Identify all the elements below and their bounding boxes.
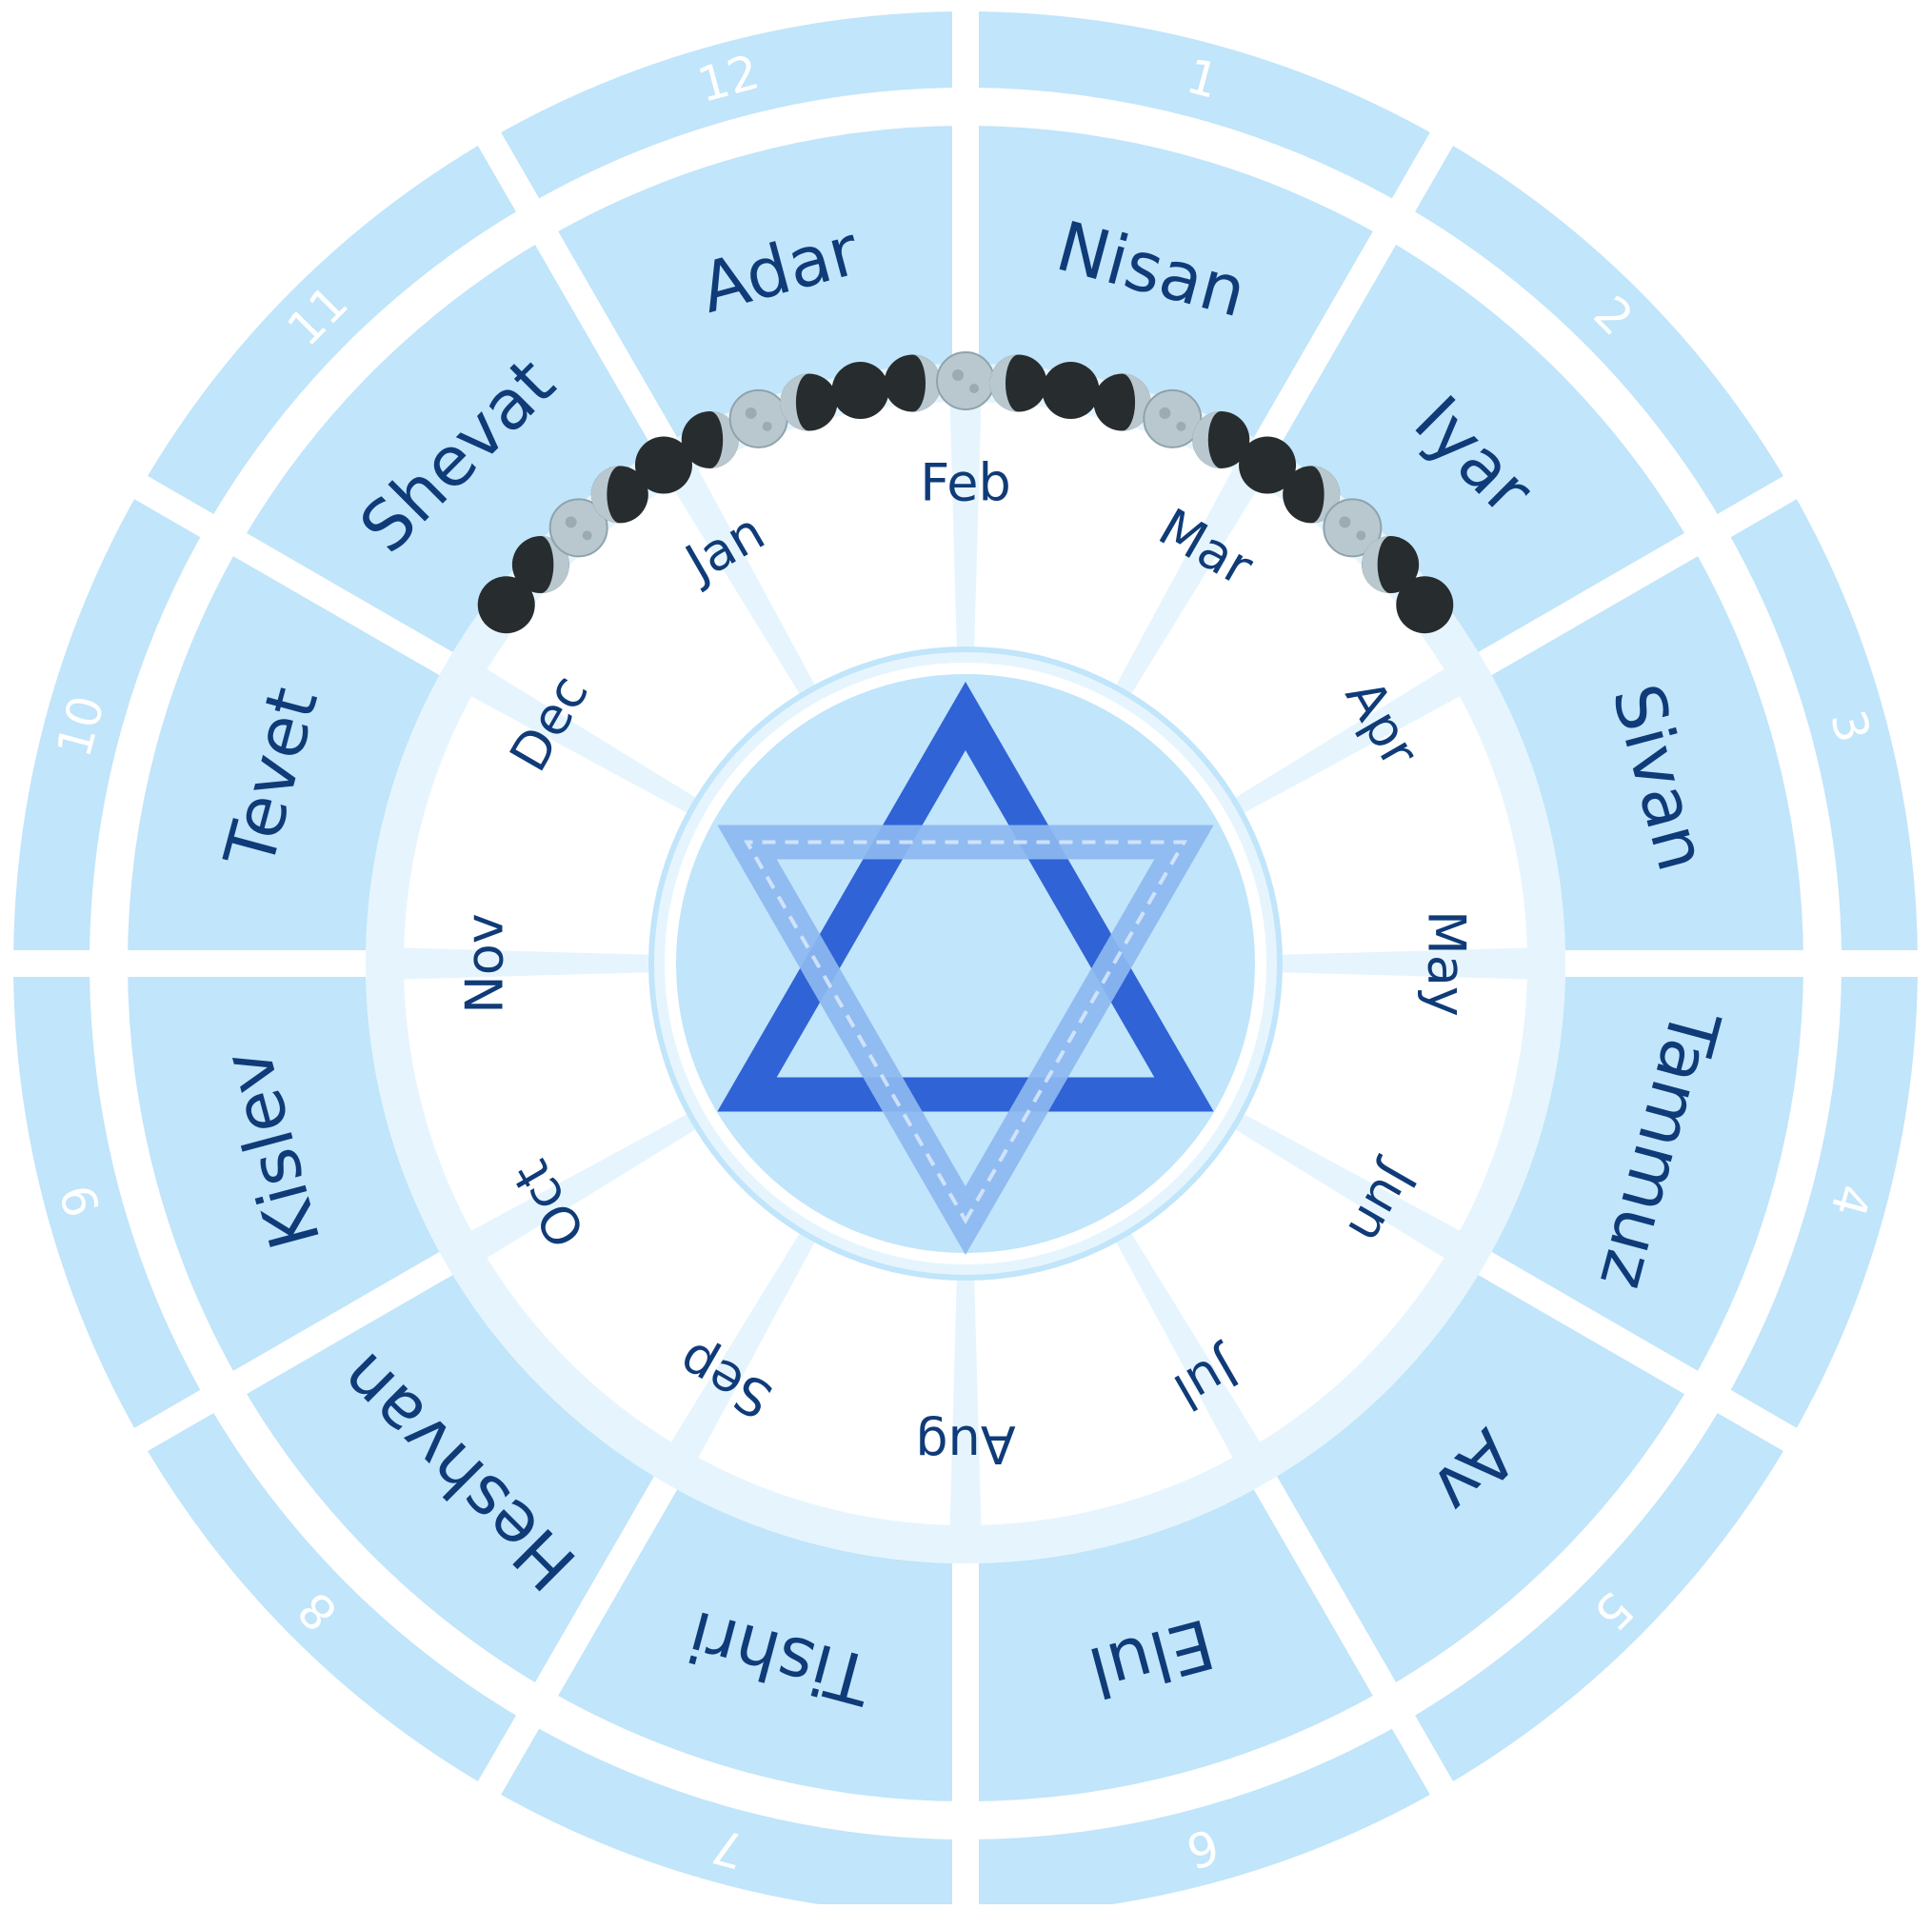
star-of-david-icon bbox=[717, 681, 1214, 1256]
moon-waning-crescent-icon bbox=[1192, 410, 1250, 468]
center-disk bbox=[665, 663, 1266, 1264]
moon-new-icon bbox=[1396, 576, 1454, 634]
moon-full-icon bbox=[1143, 388, 1203, 448]
segment-divider bbox=[126, 470, 453, 676]
gregorian-month-label: May bbox=[1417, 910, 1477, 1017]
gregorian-segment bbox=[1129, 1127, 1444, 1442]
hebrew-segment bbox=[1484, 964, 1803, 1382]
gregorian-segment bbox=[487, 1127, 802, 1442]
hebrew-segment bbox=[966, 1482, 1384, 1801]
gregorian-month-label: Feb bbox=[920, 453, 1011, 513]
segment-divider bbox=[1253, 1476, 1459, 1803]
segment-divider bbox=[472, 1476, 678, 1803]
gregorian-segment bbox=[404, 696, 689, 955]
number-segment bbox=[1723, 964, 1918, 1440]
segment-divider bbox=[472, 124, 678, 451]
hebrew-segment bbox=[1265, 1263, 1692, 1690]
moon-new-icon bbox=[634, 436, 692, 494]
gregorian-month-label: Aug bbox=[915, 1415, 1015, 1475]
segment-divider bbox=[1253, 124, 1459, 451]
moon-new-icon bbox=[1042, 362, 1100, 420]
segment-divider bbox=[1478, 1251, 1805, 1457]
moon-waxing-crescent-icon bbox=[884, 354, 942, 412]
hebrew-segment bbox=[128, 964, 447, 1382]
number-segment bbox=[13, 487, 208, 964]
moon-waning-crescent-icon bbox=[780, 373, 838, 431]
gregorian-month-label: Nov bbox=[455, 913, 515, 1013]
moon-waxing-crescent-icon bbox=[1093, 373, 1151, 431]
moon-full-icon bbox=[1323, 498, 1383, 558]
number-segment bbox=[966, 11, 1442, 206]
number-segment bbox=[489, 11, 966, 206]
segment-divider bbox=[1478, 470, 1805, 676]
gregorian-month-ring bbox=[404, 402, 1527, 1525]
gregorian-segment bbox=[1242, 972, 1527, 1231]
moon-phase-arc bbox=[477, 351, 1454, 634]
number-segment bbox=[1723, 487, 1918, 964]
number-segment bbox=[140, 138, 528, 526]
gregorian-segment bbox=[698, 402, 957, 687]
gregorian-segment bbox=[404, 972, 689, 1231]
number-segment bbox=[966, 1721, 1442, 1909]
moon-waning-crescent-icon bbox=[1362, 536, 1420, 594]
gregorian-segment bbox=[698, 1240, 957, 1525]
moon-new-icon bbox=[477, 576, 535, 634]
number-segment bbox=[13, 964, 208, 1440]
moon-waning-crescent-icon bbox=[590, 466, 648, 524]
hebrew-segment bbox=[239, 237, 666, 664]
segment-divider bbox=[126, 1251, 453, 1457]
gregorian-segment bbox=[1129, 485, 1444, 800]
hebrew-segment bbox=[128, 545, 447, 964]
gregorian-segment bbox=[974, 1240, 1233, 1525]
moon-waning-crescent-icon bbox=[989, 354, 1047, 412]
gregorian-segment bbox=[1242, 696, 1527, 955]
moon-full-icon bbox=[936, 351, 995, 410]
number-segment bbox=[1404, 1402, 1791, 1789]
number-segment bbox=[1404, 138, 1791, 526]
moon-full-icon bbox=[728, 388, 788, 448]
ring-dividers bbox=[4, 2, 1927, 1909]
gregorian-segment bbox=[487, 485, 802, 800]
moon-new-icon bbox=[1239, 436, 1297, 494]
hebrew-segment bbox=[547, 1482, 966, 1801]
star-brush-texture bbox=[744, 840, 1187, 1225]
number-ring bbox=[13, 11, 1918, 1909]
moon-full-icon bbox=[548, 498, 608, 558]
moon-new-icon bbox=[831, 362, 889, 420]
center-disk-border bbox=[648, 646, 1283, 1281]
number-segment bbox=[489, 1721, 966, 1909]
number-segment bbox=[140, 1402, 528, 1789]
gregorian-segment bbox=[974, 402, 1233, 687]
hebrew-segment bbox=[239, 1263, 666, 1690]
hebrew-month-ring bbox=[128, 126, 1803, 1801]
hebrew-segment bbox=[1484, 545, 1803, 964]
hebrew-segment bbox=[1265, 237, 1692, 664]
star-upward-triangle bbox=[717, 681, 1214, 1112]
